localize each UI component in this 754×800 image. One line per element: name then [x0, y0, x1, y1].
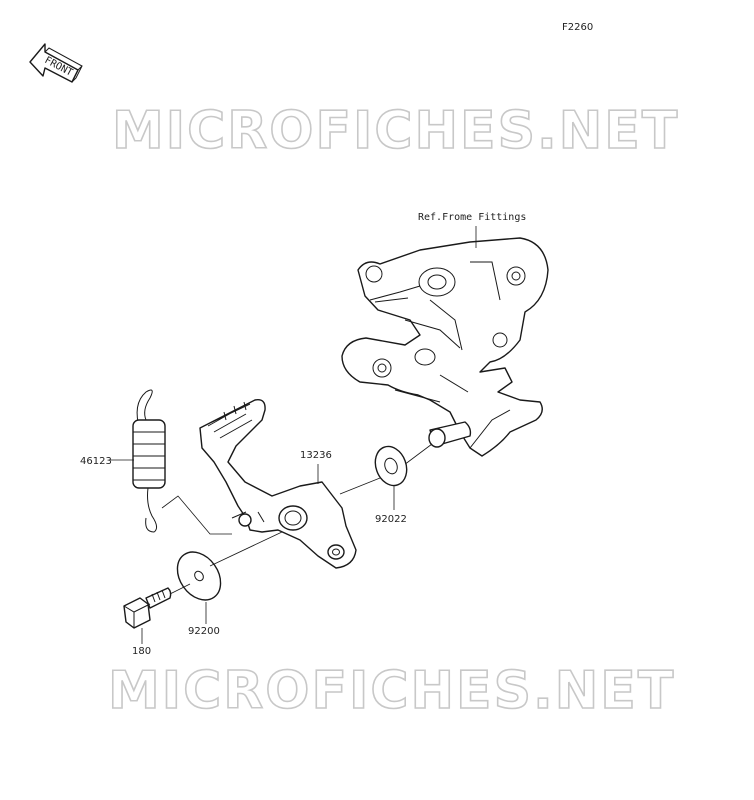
washer-large [176, 551, 222, 601]
ref-note: Ref.Frome Fittings [418, 212, 526, 223]
washer-small [374, 445, 408, 487]
label-46123: 46123 [80, 456, 112, 467]
front-arrow-icon: FRONT [29, 43, 83, 83]
figure-code: F2260 [562, 22, 593, 33]
flange-bolt [123, 587, 172, 629]
frame-fitting-bracket [341, 237, 549, 457]
label-180: 180 [132, 646, 151, 657]
label-92200: 92200 [188, 626, 220, 637]
label-92022: 92022 [375, 514, 407, 525]
return-spring [132, 389, 166, 533]
brake-pedal [199, 399, 357, 569]
watermark-bottom: MICROFICHES.NET [108, 661, 675, 721]
watermark-top: MICROFICHES.NET [112, 101, 679, 161]
label-13236: 13236 [300, 450, 332, 461]
